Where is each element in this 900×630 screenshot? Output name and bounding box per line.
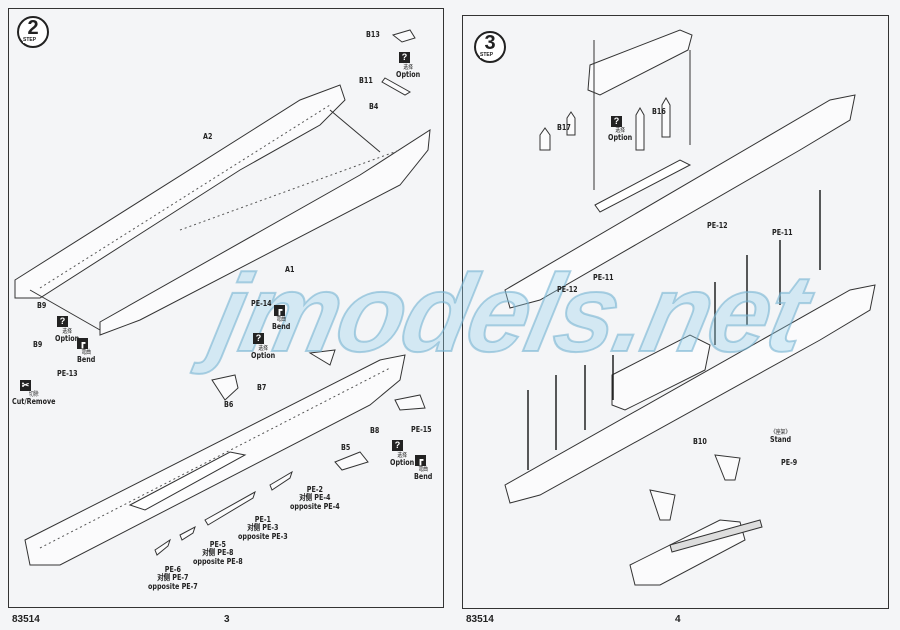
- part-label: PE-9: [781, 458, 798, 467]
- part-label: B4: [369, 102, 379, 111]
- part-label: B16: [652, 107, 666, 116]
- kit-number: 83514: [12, 614, 40, 625]
- step-badge: 3 STEP: [474, 31, 506, 63]
- stand-cradle-2: [714, 454, 741, 481]
- part-label: PE-12: [707, 221, 728, 230]
- part-label: A1: [285, 265, 295, 274]
- rudder-part: [308, 349, 336, 366]
- torpedo-b17-1: [539, 127, 551, 151]
- hull-half-a2: [14, 84, 346, 299]
- part-label: B8: [370, 426, 380, 435]
- submarine-hull-lower: [504, 284, 876, 504]
- part-label: B7: [257, 383, 267, 392]
- submarine-hull-upper: [504, 94, 856, 309]
- part-label: B9: [33, 340, 43, 349]
- part-b13: [391, 29, 416, 43]
- part-b5: [334, 451, 369, 471]
- nameplate-pe9: [669, 519, 763, 553]
- part-label: B10: [693, 437, 707, 446]
- part-label: B6: [224, 400, 234, 409]
- stand-label: 《座架》Stand: [770, 429, 792, 445]
- part-label: PE-15: [411, 425, 432, 434]
- step-label: STEP: [480, 52, 494, 58]
- part-label: PE-14: [251, 299, 272, 308]
- kit-number: 83514: [466, 614, 494, 625]
- step-badge: 2 STEP: [17, 16, 49, 48]
- fin-pe2: [269, 470, 293, 491]
- rudder-part-2: [394, 394, 426, 411]
- left-page-frame: [8, 8, 444, 608]
- part-label: B17: [557, 123, 571, 132]
- page-number: 3: [224, 614, 230, 625]
- step-label: STEP: [23, 37, 37, 43]
- torpedo-b17-2: [566, 111, 576, 136]
- part-b11: [381, 77, 411, 96]
- part-label: A2: [203, 132, 213, 141]
- part-label: B5: [341, 443, 351, 452]
- part-label: PE-13: [57, 369, 78, 378]
- option-icon: ?: [57, 316, 68, 327]
- part-label: PE-12: [557, 285, 578, 294]
- part-b6: [211, 374, 239, 401]
- part-label: B9: [37, 301, 47, 310]
- step-number: 3: [484, 32, 496, 54]
- part-label: PE-11: [593, 273, 614, 282]
- bend-icon: ┏: [77, 338, 88, 349]
- stand-cradle-1: [649, 489, 676, 521]
- bend-icon: ┏: [415, 455, 426, 466]
- sail-lower: [611, 334, 711, 411]
- step-number: 2: [27, 17, 39, 39]
- fin-pe6: [154, 538, 171, 556]
- torpedo-b16-1: [635, 106, 645, 151]
- option-icon: ?: [392, 440, 403, 451]
- right-page-frame: [462, 15, 889, 609]
- conning-tower: [587, 29, 693, 96]
- cut-icon: ✂: [20, 380, 31, 391]
- part-label: B11: [359, 76, 373, 85]
- hull-half-a1: [99, 129, 431, 336]
- part-label: B13: [366, 30, 380, 39]
- fin-pe1: [204, 490, 256, 526]
- torpedo-b16-2: [661, 96, 671, 138]
- bend-icon: ┏: [274, 305, 285, 316]
- part-label: PE-11: [772, 228, 793, 237]
- page-number: 4: [675, 614, 681, 625]
- option-icon: ?: [399, 52, 410, 63]
- option-icon: ?: [611, 116, 622, 127]
- fin-pe5: [179, 525, 196, 541]
- option-icon: ?: [253, 333, 264, 344]
